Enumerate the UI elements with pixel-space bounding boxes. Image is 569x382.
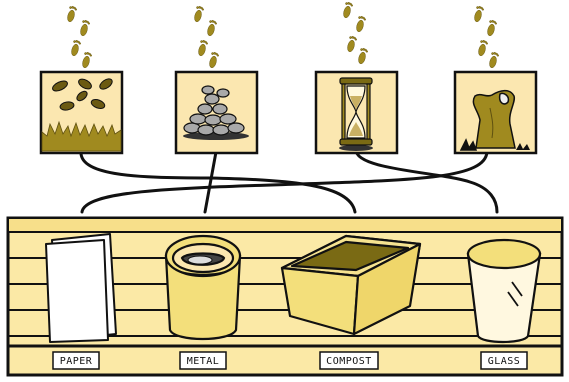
item-card-stump xyxy=(453,70,538,155)
leaves-on-grass-icon xyxy=(41,78,122,152)
footprints-compost-icon xyxy=(342,1,368,64)
footprints-glass-icon xyxy=(473,5,499,68)
bin-label-glass-text: GLASS xyxy=(488,356,521,367)
tree-stump-icon xyxy=(459,89,530,151)
compost-tray-icon xyxy=(280,234,422,336)
hourglass-icon xyxy=(339,77,373,151)
bin-label-compost: COMPOST xyxy=(319,351,379,370)
footprints-paper-icon xyxy=(66,5,92,68)
footprints-metal-icon xyxy=(193,5,219,68)
bin-label-metal-text: METAL xyxy=(187,356,220,367)
stone-pile-icon xyxy=(183,85,249,140)
paper-stack-icon xyxy=(45,233,117,343)
tin-can-icon xyxy=(164,234,242,341)
item-card-stones xyxy=(174,70,259,155)
bin-label-metal: METAL xyxy=(179,351,227,370)
item-card-hourglass xyxy=(314,70,399,155)
item-card-leaves xyxy=(39,70,124,155)
bin-label-paper-text: PAPER xyxy=(60,356,93,367)
bin-label-paper: PAPER xyxy=(52,351,100,370)
connector-lines xyxy=(79,148,499,214)
glass-cup-icon xyxy=(466,238,542,344)
bin-label-glass: GLASS xyxy=(480,351,528,370)
bin-label-compost-text: COMPOST xyxy=(326,356,372,367)
